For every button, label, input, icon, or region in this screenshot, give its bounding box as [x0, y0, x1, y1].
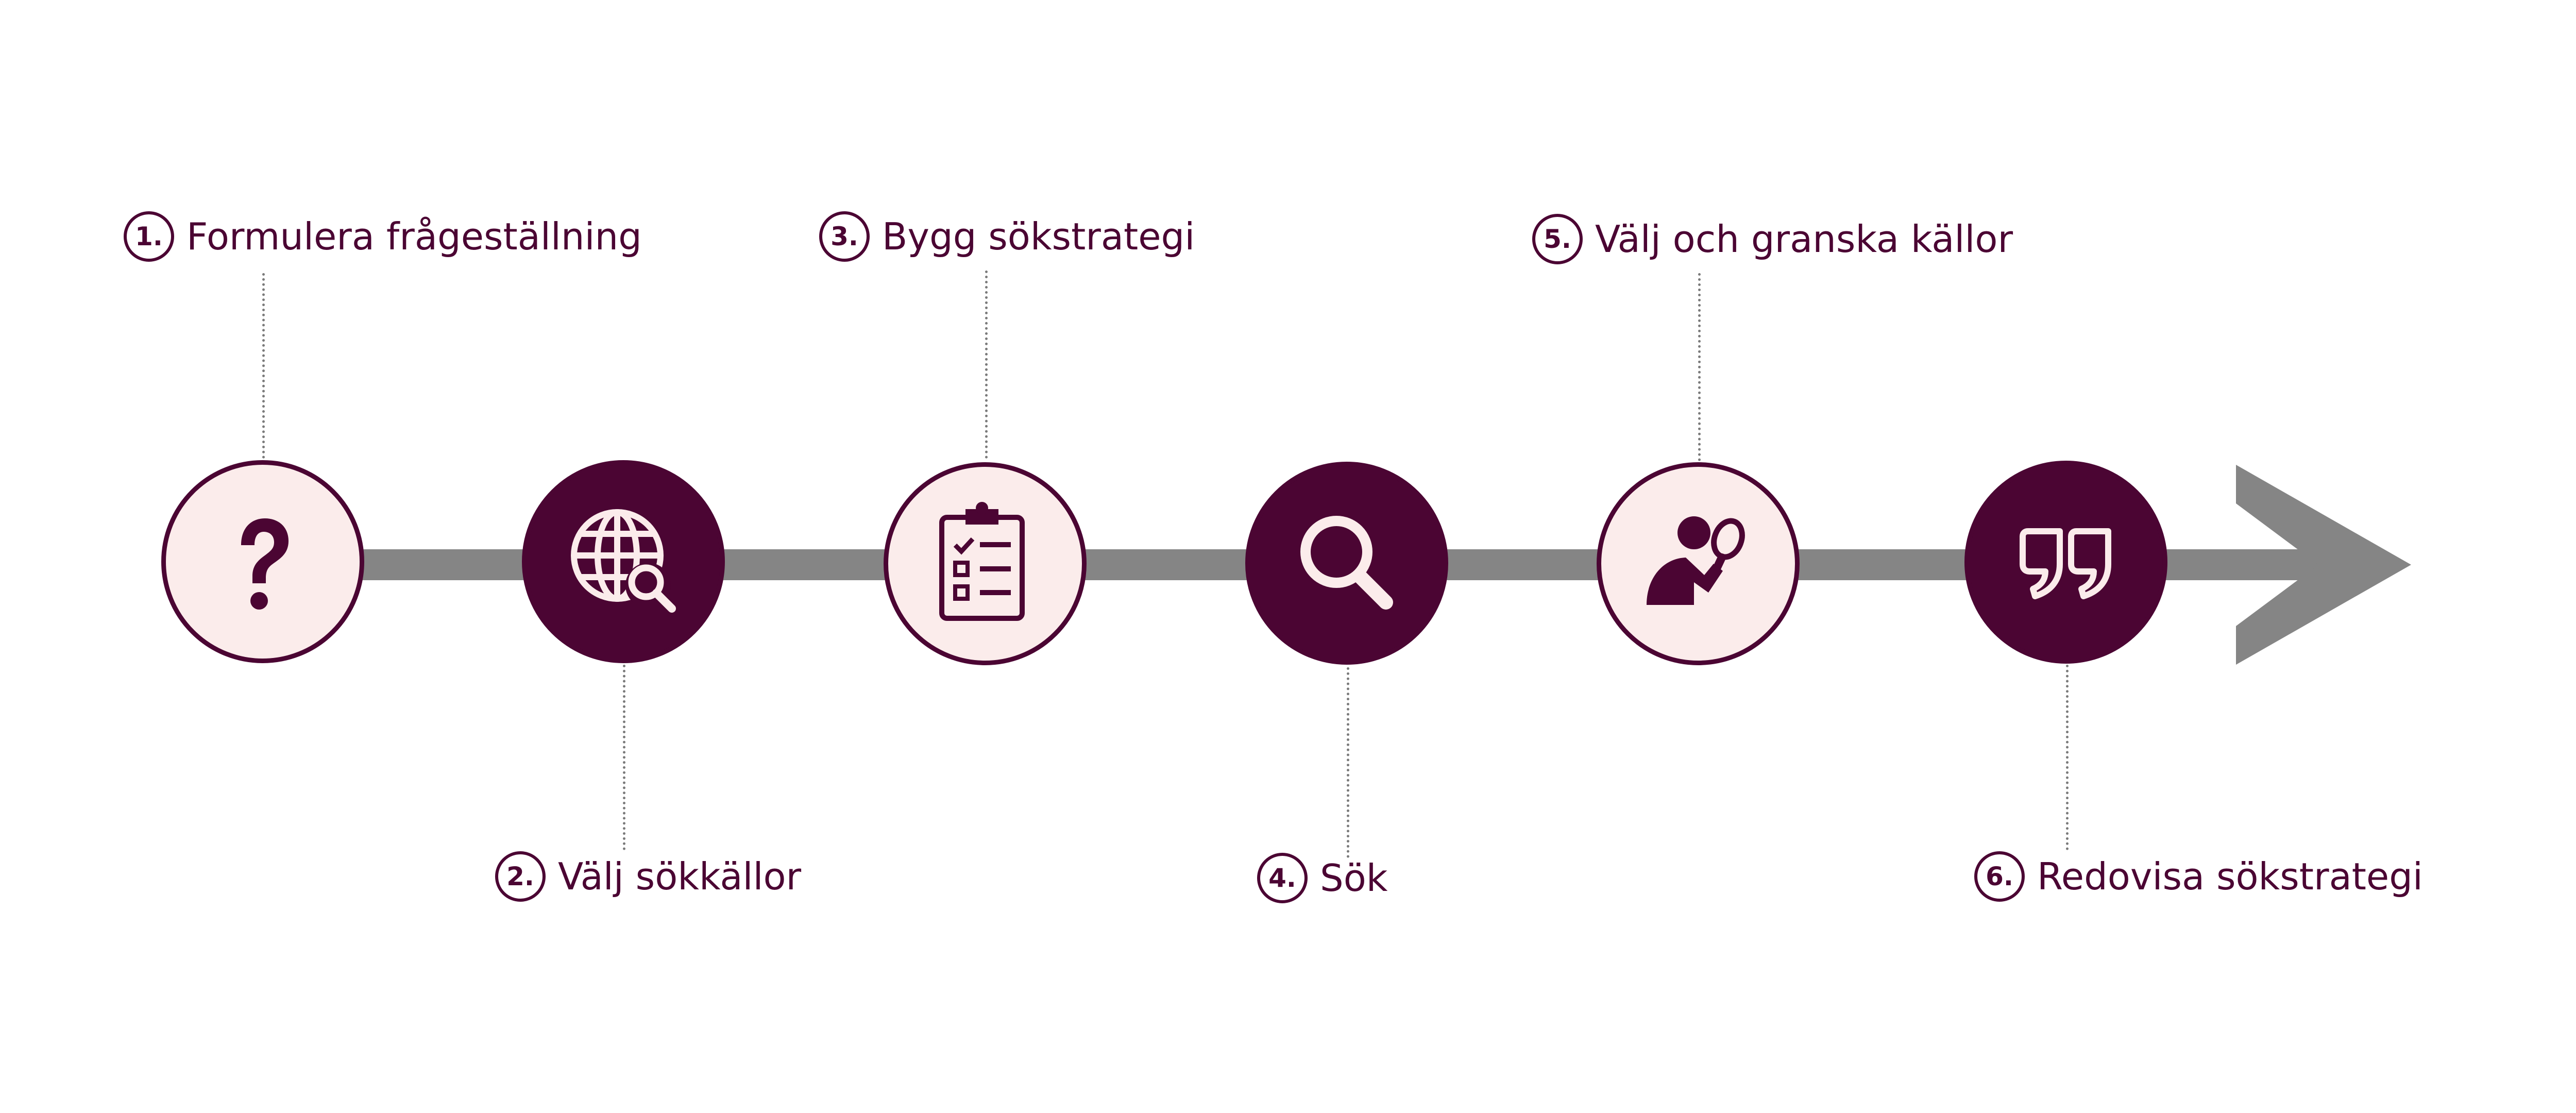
step-title-2: Välj sökkällor — [558, 855, 802, 898]
step-node-4 — [1245, 462, 1448, 665]
connector-step-4 — [1347, 667, 1349, 858]
connector-step-1 — [262, 273, 265, 459]
clipboard-checklist-icon — [939, 502, 1025, 621]
globe-search-icon — [571, 509, 676, 613]
connector-step-2 — [623, 665, 625, 850]
step-label-3: 3. Bygg sökstrategi — [819, 211, 1195, 262]
step-title-5: Välj och granska källor — [1595, 217, 2013, 261]
step-label-1: 1. Formulera frågeställning — [124, 211, 642, 262]
question-mark-icon — [241, 518, 289, 610]
step-title-6: Redovisa sökstrategi — [2037, 855, 2423, 898]
step-number-6: 6. — [1974, 851, 2025, 902]
step-number-5: 5. — [1532, 214, 1583, 264]
step-title-3: Bygg sökstrategi — [882, 215, 1195, 258]
connector-step-5 — [1698, 273, 1701, 461]
step-label-6: 6. Redovisa sökstrategi — [1974, 851, 2423, 902]
step-node-6 — [1964, 461, 2167, 664]
step-node-3 — [884, 462, 1087, 665]
step-label-5: 5. Välj och granska källor — [1532, 214, 2013, 264]
connector-step-6 — [2066, 665, 2069, 850]
person-magnifier-icon — [1647, 516, 1745, 605]
quote-icon — [2020, 528, 2111, 599]
step-title-4: Sök — [1320, 856, 1388, 900]
step-node-5 — [1597, 462, 1800, 665]
step-node-2 — [522, 460, 725, 663]
step-number-2: 2. — [495, 851, 546, 902]
step-number-4: 4. — [1257, 853, 1308, 903]
step-label-4: 4. Sök — [1257, 853, 1387, 903]
step-number-3: 3. — [819, 211, 870, 262]
step-label-2: 2. Välj sökkällor — [495, 851, 801, 902]
magnifier-icon — [1300, 516, 1393, 610]
step-number-1: 1. — [124, 211, 174, 262]
step-title-1: Formulera frågeställning — [187, 215, 642, 258]
arrow-head-icon — [2236, 465, 2411, 665]
step-node-1 — [161, 460, 364, 663]
connector-step-3 — [985, 271, 988, 459]
